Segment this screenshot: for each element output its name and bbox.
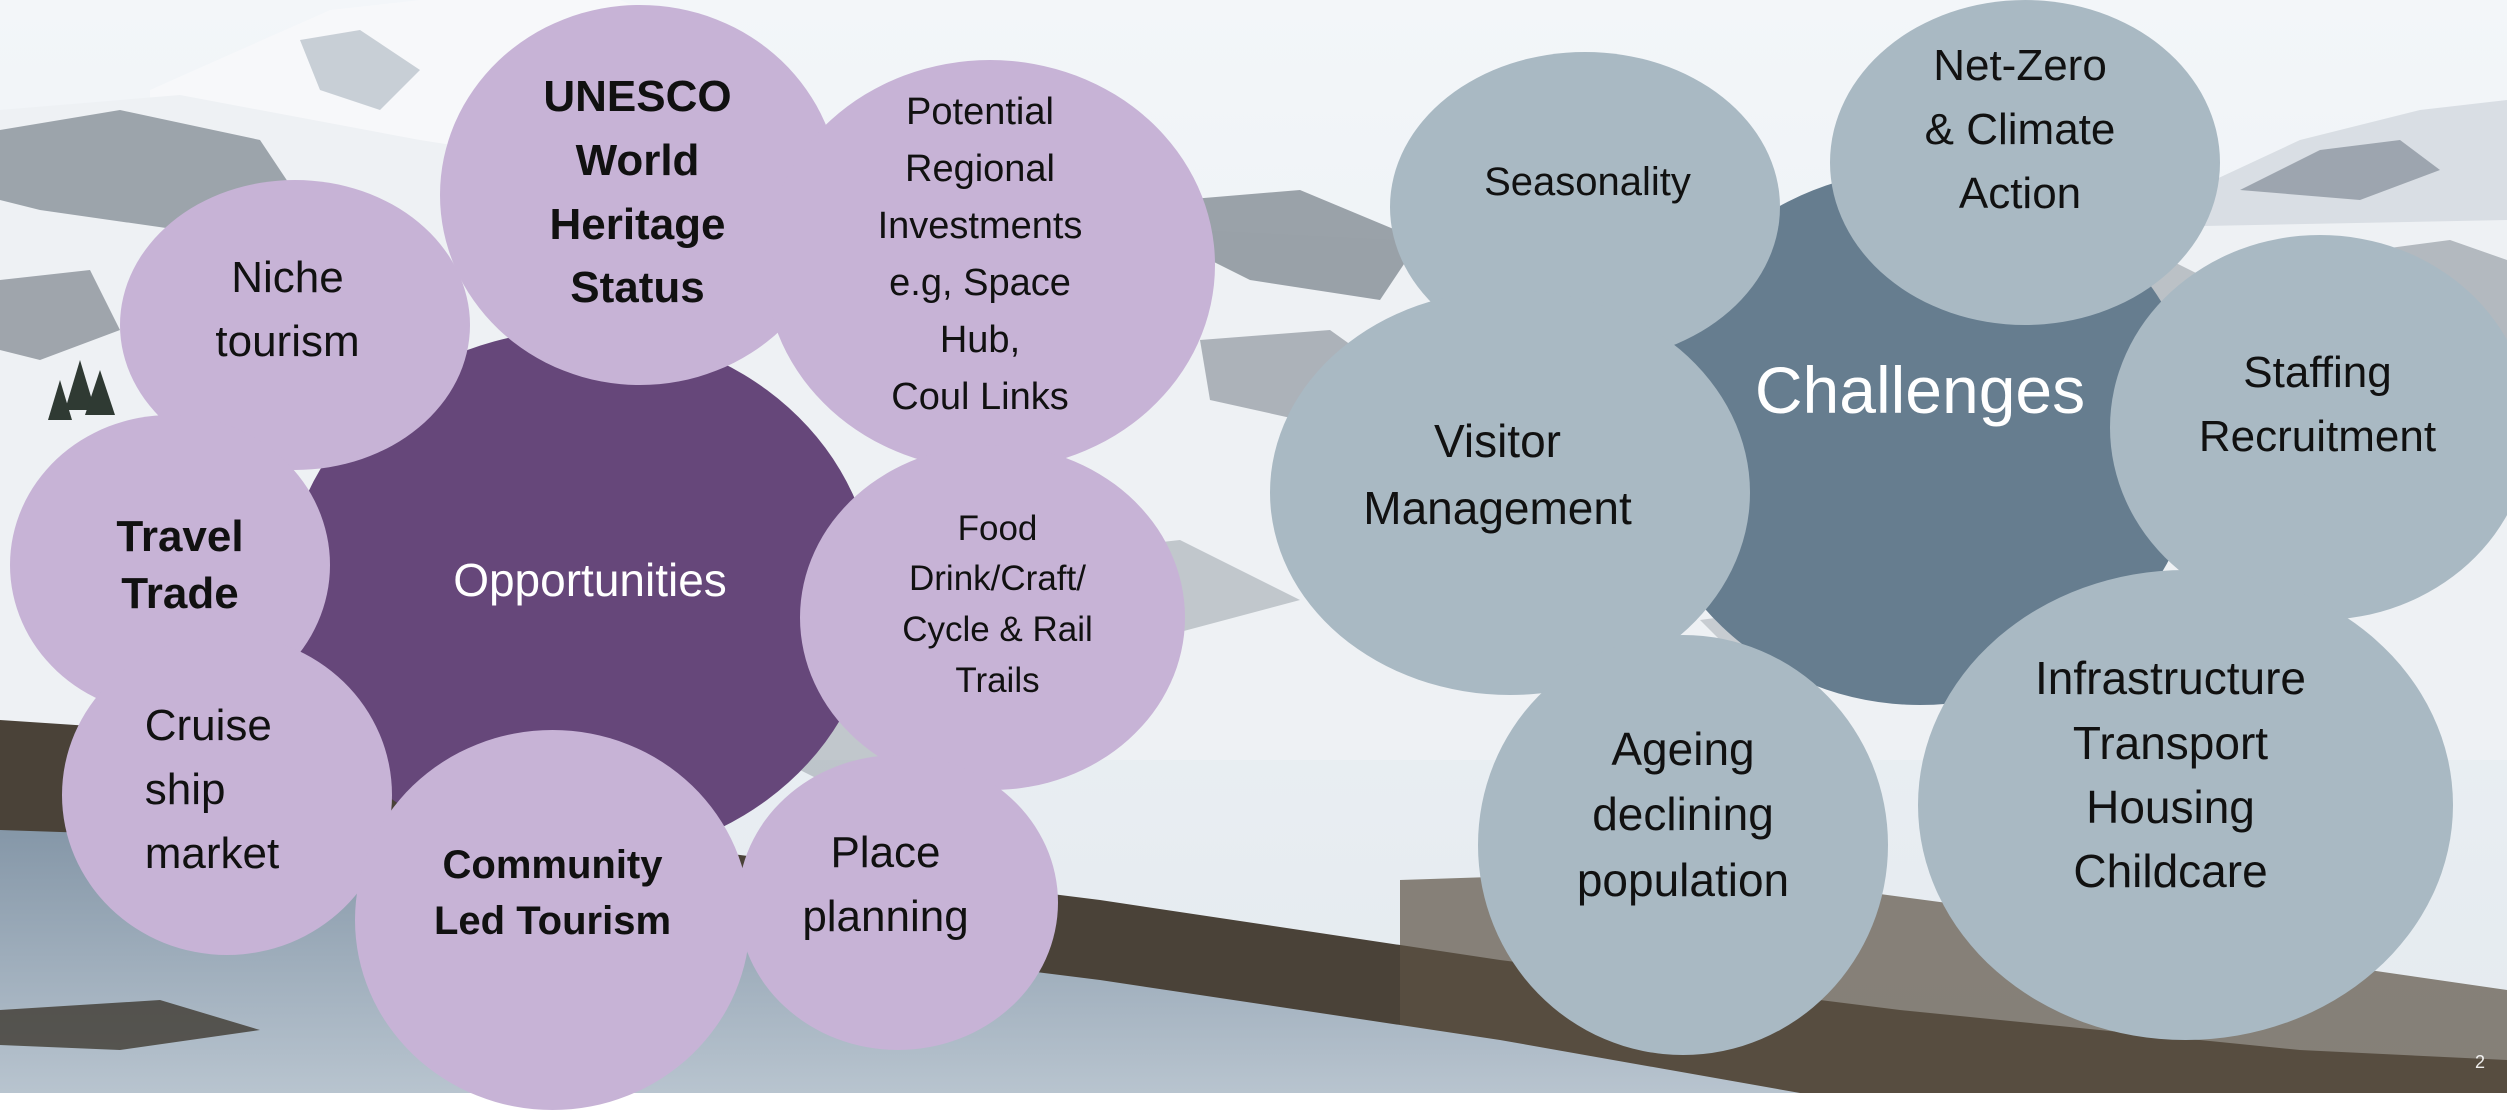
bubble-potential-regional-investments: Potential Regional Investments e.g, Spac…	[765, 60, 1215, 470]
bubble-visitor-management: Visitor Management	[1270, 290, 1750, 695]
bubble-infrastructure-transport-housing-childcare: Infrastructure Transport Housing Childca…	[1918, 570, 2453, 1040]
bubble-place-planning: Place planning	[738, 755, 1058, 1050]
opportunities-label: Opportunities	[453, 554, 727, 606]
bubble-community-led-tourism: Community Led Tourism	[355, 730, 750, 1110]
bubble-net-zero-climate-action: Net-Zero & Climate Action	[1830, 0, 2220, 325]
challenges-label: Challenges	[1754, 353, 2086, 427]
bubble-food-drink-craft-trails: Food Drink/Craft/ Cycle & Rail Trails	[800, 445, 1185, 790]
bubble-staffing-recruitment: Staffing Recruitment	[2110, 235, 2507, 620]
bubble-ageing-declining-population: Ageing declining population	[1478, 635, 1888, 1055]
bubble-cruise-ship-market: Cruise ship market	[62, 635, 392, 955]
page-number: 2	[2474, 1052, 2485, 1072]
bubble-niche-tourism: Niche tourism	[120, 180, 470, 470]
